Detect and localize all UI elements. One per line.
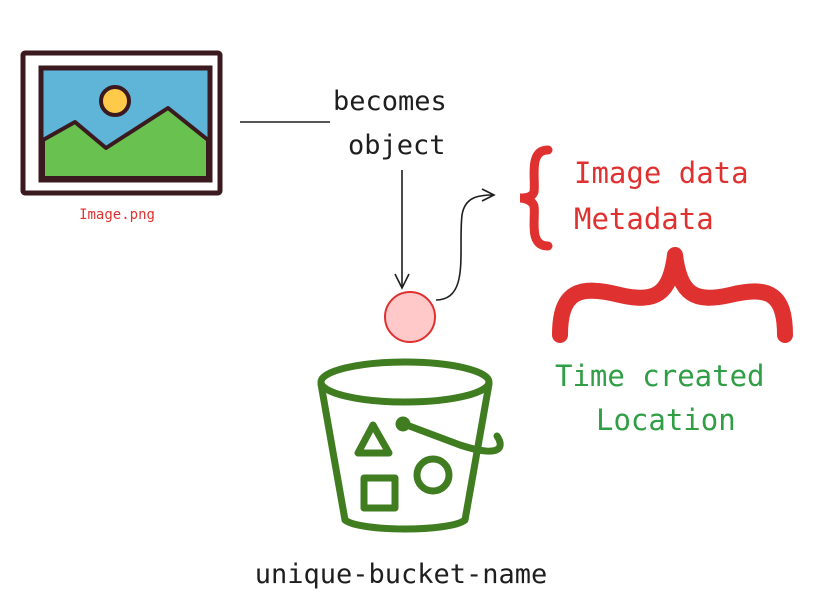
image-filename-label: Image.png (79, 207, 155, 223)
image-data-label: Image data (574, 156, 749, 190)
down-arrow-icon (394, 170, 410, 290)
time-created-label: Time created (555, 359, 765, 393)
object-label: object (348, 130, 446, 161)
location-label: Location (596, 403, 736, 437)
object-circle-icon (384, 291, 436, 343)
s3-bucket-icon (317, 358, 504, 533)
curved-arrow-icon (435, 188, 496, 301)
metadata-brace-icon (552, 247, 793, 343)
metadata-label: Metadata (574, 202, 714, 236)
image-file-icon (20, 50, 223, 196)
left-brace-icon (519, 145, 553, 251)
bucket-name-label: unique-bucket-name (255, 559, 548, 590)
becomes-label: becomes (333, 86, 447, 117)
